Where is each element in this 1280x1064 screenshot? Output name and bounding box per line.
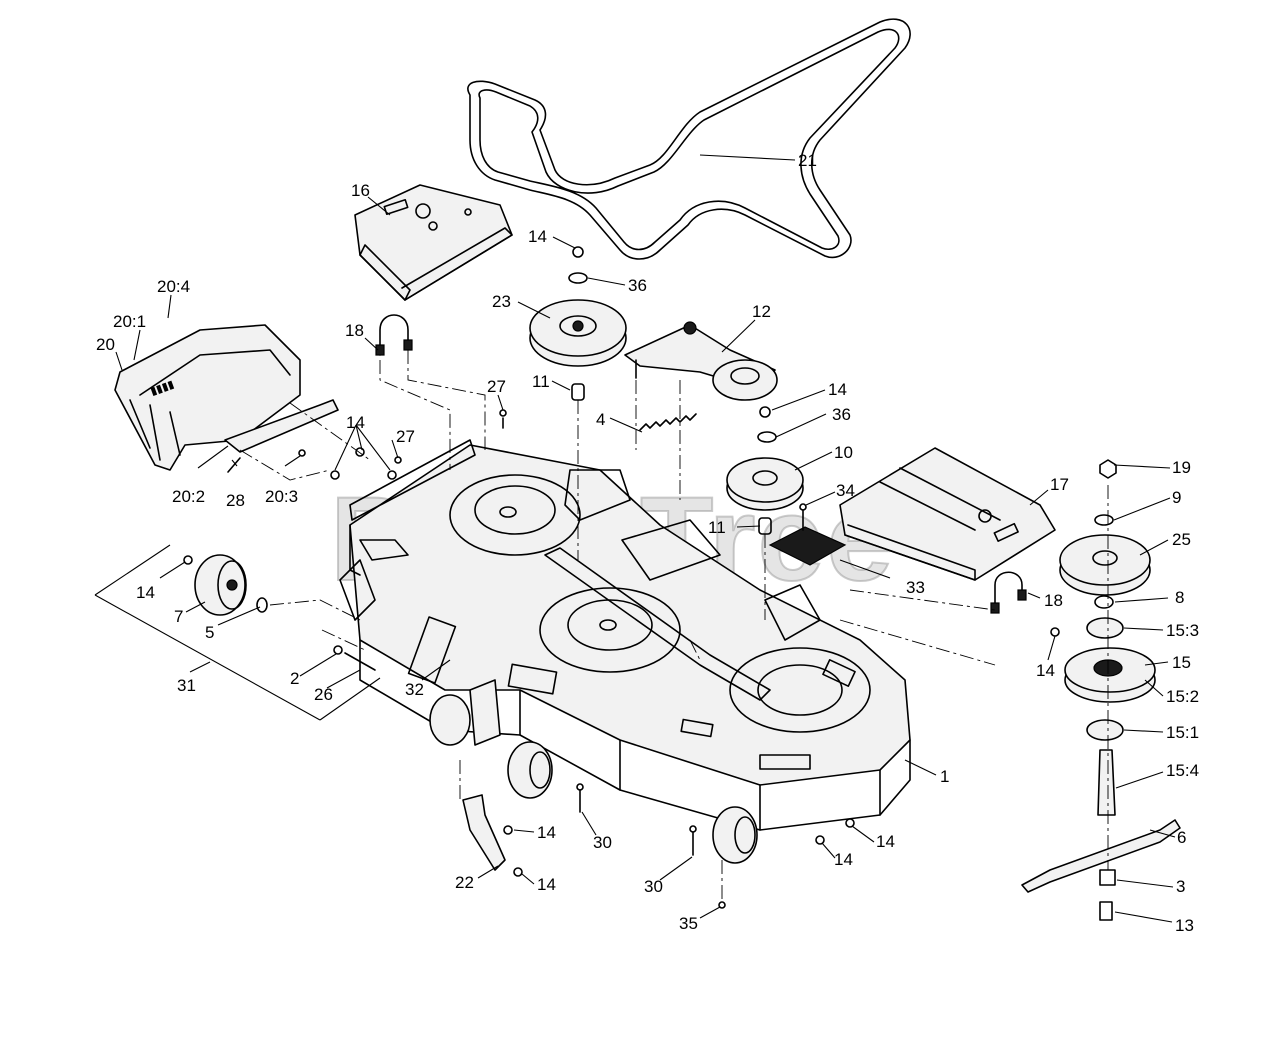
callout-3[interactable]: 3	[1176, 877, 1185, 896]
part-right-belt-cover[interactable]	[839, 447, 1056, 581]
callout-14-c[interactable]: 14	[346, 413, 365, 432]
leader-lines	[115, 154, 1176, 923]
part-left-belt-cover[interactable]	[354, 184, 513, 301]
part-cover-bracket[interactable]	[224, 399, 339, 473]
callout-20-2[interactable]: 20:2	[172, 487, 205, 506]
callout-20[interactable]: 20	[96, 335, 115, 354]
callout-12[interactable]: 12	[752, 302, 771, 321]
callout-9[interactable]: 9	[1172, 488, 1181, 507]
part-roller-left[interactable]	[429, 679, 501, 746]
callout-33[interactable]: 33	[906, 578, 925, 597]
callout-14-d[interactable]: 14	[136, 583, 155, 602]
callout-25[interactable]: 25	[1172, 530, 1191, 549]
callout-14-f[interactable]: 14	[537, 823, 556, 842]
part-drive-belt[interactable]	[467, 18, 911, 260]
callout-22[interactable]: 22	[455, 873, 474, 892]
callout-1[interactable]: 1	[940, 767, 949, 786]
callout-20-3[interactable]: 20:3	[265, 487, 298, 506]
callout-15-1[interactable]: 15:1	[1166, 723, 1199, 742]
callout-36[interactable]: 36	[628, 276, 647, 295]
callout-14-e[interactable]: 14	[1036, 661, 1055, 680]
washer-36b[interactable]	[757, 431, 777, 443]
callout-26[interactable]: 26	[314, 685, 333, 704]
part-u-bolt-left[interactable]	[375, 314, 413, 356]
callout-5[interactable]: 5	[205, 623, 214, 642]
callout-4[interactable]: 4	[596, 410, 605, 429]
part-mower-deck[interactable]	[339, 439, 911, 831]
callout-17[interactable]: 17	[1050, 475, 1069, 494]
nut-19[interactable]	[1099, 459, 1117, 479]
callout-18[interactable]: 18	[345, 321, 364, 340]
callout-21[interactable]: 21	[798, 151, 817, 170]
part-pulley-23[interactable]	[529, 246, 627, 401]
washer-36a[interactable]	[568, 272, 588, 284]
part-belt-guide-pad[interactable]	[768, 503, 847, 566]
callout-30-b[interactable]: 30	[644, 877, 663, 896]
callout-15-4[interactable]: 15:4	[1166, 761, 1199, 780]
callout-20-4[interactable]: 20:4	[157, 277, 190, 296]
callout-35[interactable]: 35	[679, 914, 698, 933]
callout-18-b[interactable]: 18	[1044, 591, 1063, 610]
callout-16[interactable]: 16	[351, 181, 370, 200]
nut-14b[interactable]	[759, 406, 771, 418]
seal-15-1[interactable]	[1086, 719, 1124, 741]
callout-7[interactable]: 7	[174, 607, 183, 626]
part-skid-bracket[interactable]	[462, 794, 523, 877]
callout-34[interactable]: 34	[836, 481, 855, 500]
callout-15-3[interactable]: 15:3	[1166, 621, 1199, 640]
callout-27[interactable]: 27	[487, 377, 506, 396]
callout-10[interactable]: 10	[834, 443, 853, 462]
part-pulley-10[interactable]	[726, 406, 804, 535]
part-roller-right[interactable]	[712, 806, 758, 864]
part-u-bolt-right[interactable]	[990, 571, 1027, 614]
centerlines	[239, 350, 1109, 900]
callout-14-i[interactable]: 14	[537, 875, 556, 894]
bolt-13[interactable]	[1099, 901, 1113, 921]
callout-30[interactable]: 30	[593, 833, 612, 852]
callout-6[interactable]: 6	[1177, 828, 1186, 847]
part-spring[interactable]	[639, 413, 697, 431]
washer-3[interactable]	[1099, 869, 1116, 886]
washer-9[interactable]	[1094, 514, 1114, 526]
callout-11-b[interactable]: 11	[708, 518, 726, 537]
part-spindle-assembly[interactable]	[1021, 459, 1181, 921]
bearing-8[interactable]	[1094, 595, 1114, 609]
callout-13[interactable]: 13	[1175, 916, 1194, 935]
spacer-11a[interactable]	[571, 383, 585, 401]
callout-23[interactable]: 23	[492, 292, 511, 311]
hardware-bolts[interactable]	[330, 409, 1060, 909]
shaft-15-4[interactable]	[1097, 749, 1116, 816]
callout-32[interactable]: 32	[405, 680, 424, 699]
callout-labels: 21 16 14 36 23 12 20:4 20:1 20 18 11 27 …	[96, 151, 1199, 935]
callout-31[interactable]: 31	[177, 676, 196, 695]
part-front-wheel-7[interactable]	[183, 554, 268, 616]
nut-14a[interactable]	[572, 246, 584, 258]
callout-15[interactable]: 15	[1172, 653, 1191, 672]
callout-15-2[interactable]: 15:2	[1166, 687, 1199, 706]
part-roller-mid[interactable]	[507, 741, 553, 799]
part-idler-arm[interactable]	[624, 321, 778, 401]
callout-28[interactable]: 28	[226, 491, 245, 510]
callout-14[interactable]: 14	[528, 227, 547, 246]
callout-14-h[interactable]: 14	[834, 850, 853, 869]
assembly-31-bracket	[94, 544, 381, 721]
callout-2[interactable]: 2	[290, 669, 299, 688]
callout-20-1[interactable]: 20:1	[113, 312, 146, 331]
part-front-deck-cover[interactable]: ▮▮▮▮	[114, 324, 301, 471]
callout-8[interactable]: 8	[1175, 588, 1184, 607]
seal-15-3[interactable]	[1086, 617, 1124, 639]
callout-36-b[interactable]: 36	[832, 405, 851, 424]
callout-14-b[interactable]: 14	[828, 380, 847, 399]
blade-6[interactable]	[1021, 819, 1181, 893]
callout-14-g[interactable]: 14	[876, 832, 895, 851]
callout-11[interactable]: 11	[532, 372, 550, 391]
callout-27-b[interactable]: 27	[396, 427, 415, 446]
callout-19[interactable]: 19	[1172, 458, 1191, 477]
